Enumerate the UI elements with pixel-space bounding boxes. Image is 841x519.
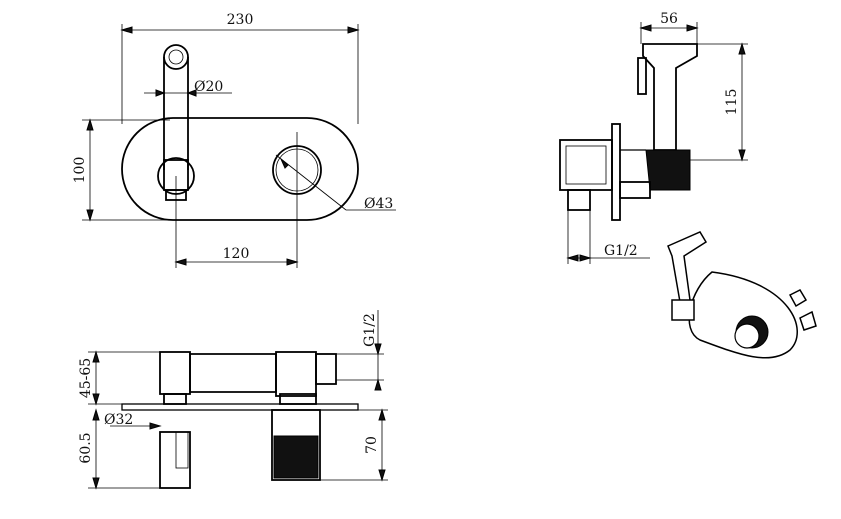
isometric-view: [667, 231, 817, 359]
iso-inlet: [799, 310, 817, 331]
side-thread-label: G1/2: [604, 243, 638, 259]
iso-shower-head: [667, 231, 708, 303]
bottom-body-depth-label: 70: [364, 436, 380, 454]
bottom-pipe-diameter-label: Ø32: [104, 412, 133, 428]
side-valve-inner: [565, 145, 607, 185]
bottom-holder: [159, 351, 191, 395]
bottom-lower-depth-label: 60.5: [78, 432, 94, 463]
side-shower-trigger: [637, 57, 647, 95]
bottom-inlet: [315, 353, 337, 385]
bottom-valve-head: [275, 351, 317, 397]
side-valve-body: [559, 139, 613, 191]
shower-head-spray-face: [168, 49, 184, 65]
width-dimension-label: 230: [227, 12, 254, 28]
side-shower-head: [642, 43, 698, 151]
shower-head-top: [163, 44, 189, 70]
iso-holder: [671, 299, 695, 321]
side-holder-block: [645, 149, 691, 191]
side-hose-connector: [619, 181, 651, 199]
bottom-thread-label: G1/2: [362, 313, 378, 347]
hose-diameter-label: Ø20: [194, 79, 223, 95]
side-inlet-pipe: [567, 189, 591, 211]
spacing-dimension-label: 120: [223, 246, 250, 262]
bottom-plate: [121, 403, 359, 411]
bottom-hose-body: [159, 431, 191, 489]
bottom-depth-range-label: 45-65: [78, 358, 94, 398]
side-view: 56 115 G1/2: [559, 11, 748, 264]
knob-diameter-label: Ø43: [364, 196, 393, 212]
iso-wall-pipe: [788, 289, 808, 308]
front-view: 230 Ø20 100 120 Ø43: [72, 12, 396, 268]
side-wall-plate: [611, 123, 621, 221]
bottom-valve-thread: [273, 435, 319, 479]
height-dimension-label: 100: [72, 157, 88, 184]
bottom-valve-body: [271, 409, 321, 481]
bottom-connection-pipe: [189, 353, 277, 393]
cover-plate-outline: [121, 117, 359, 221]
side-height-label: 115: [724, 89, 740, 116]
bottom-view: G1/2 45-65 60.5 Ø32 70: [78, 310, 388, 490]
side-width-label: 56: [660, 11, 678, 27]
